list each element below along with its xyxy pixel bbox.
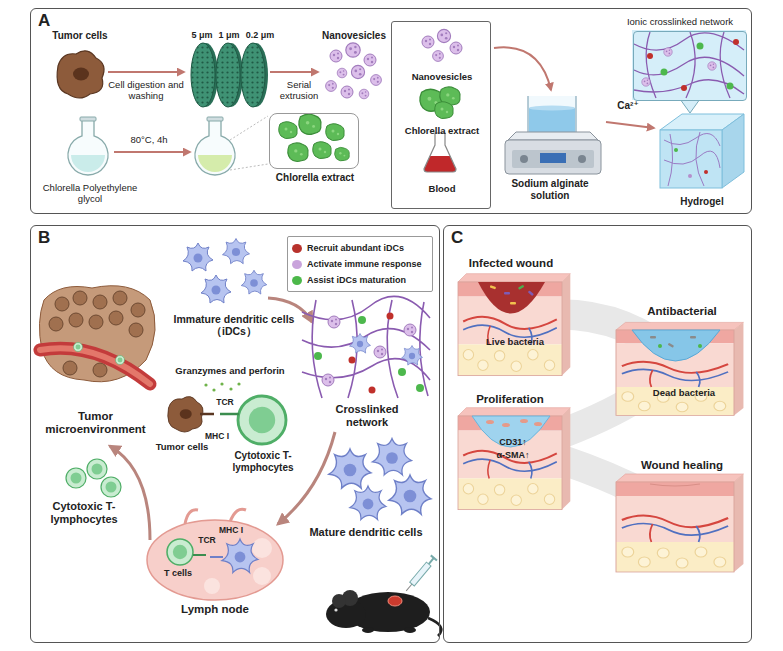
panel-letter: B — [38, 228, 58, 248]
text-label: Serial extrusion — [270, 80, 328, 102]
zoom-lines — [230, 116, 268, 170]
membranes — [191, 43, 268, 107]
text-label: Infected wound — [455, 257, 567, 270]
text-label: Wound healing — [620, 459, 744, 472]
ctl-killing — [168, 382, 286, 444]
process-arrow — [270, 71, 318, 73]
text-label: Proliferation — [455, 393, 565, 406]
text-label: Sodium alginate solution — [498, 178, 602, 201]
text-label: 1 μm — [216, 30, 242, 40]
panel: C — [443, 225, 752, 643]
flask — [68, 117, 108, 175]
ingredient-name: Blood — [394, 184, 490, 195]
text-label: Tumor cells — [40, 30, 120, 42]
ingredient-box: NanovesiclesChlorella extractBlood — [391, 21, 491, 209]
text-label: 80°C, 4h — [118, 135, 180, 146]
skin-infected — [458, 274, 570, 376]
text-label: 0.2 μm — [242, 30, 278, 40]
process-arrow — [606, 122, 654, 128]
process-arrow — [114, 151, 190, 153]
nanovesicle-cluster — [326, 43, 382, 99]
skin-proliferation — [458, 408, 570, 510]
text-label: Dead bacteria — [642, 388, 726, 399]
tumor-tissue — [39, 286, 155, 384]
inset-title: Chlorella extract — [258, 172, 372, 184]
process-arrow — [108, 71, 184, 73]
text-label: Live bacteria — [472, 337, 558, 348]
mature-dcs — [329, 439, 431, 520]
legend-swatch — [292, 244, 302, 253]
idc-cluster — [183, 239, 267, 304]
flask — [195, 117, 235, 175]
text-label: Cell digestion and washing — [106, 80, 186, 102]
text-label: Hydrogel — [660, 196, 744, 208]
text-label: Immature dendritic cells（iDCs） — [172, 313, 296, 337]
text-label: Ca²⁺ — [606, 100, 650, 112]
text-label: Nanovesicles — [318, 30, 390, 42]
text-label: Crosslinked network — [322, 403, 412, 428]
ingredient-name: Chlorella extract — [394, 126, 490, 137]
magnetic-stirrer — [505, 96, 601, 174]
inset-box: Chlorella extract — [269, 113, 359, 169]
text-label: Chlorella Polyethylene glycol — [38, 183, 142, 205]
text-label: Tumor microenvironment — [38, 410, 153, 436]
text-label: Antibacterial — [620, 305, 744, 318]
ingredient-name: Nanovesicles — [394, 72, 490, 83]
inset-title: Ionic crosslinked network — [610, 17, 750, 28]
text-label: Cytotoxic T-lymphocytes — [38, 500, 130, 525]
legend-swatch — [292, 260, 302, 269]
mouse — [326, 555, 441, 636]
chlorella-blobs — [279, 114, 350, 161]
text-label: Mature dendritic cells — [296, 526, 436, 539]
flow-arrow — [278, 432, 335, 524]
ingredient-icons — [420, 29, 462, 172]
legend-entry: Recruit abundant iDCs — [292, 240, 428, 256]
panel-letter: C — [451, 228, 471, 248]
inset-box: Ionic crosslinked network — [633, 31, 747, 101]
panel: AChlorella extractNanovesiclesChlorella … — [30, 8, 752, 214]
skin-healed — [616, 474, 743, 572]
text-label: MHC I — [200, 432, 234, 442]
text-label: α-SMA↑ — [476, 450, 550, 460]
legend-text: Recruit abundant iDCs — [307, 243, 404, 253]
text-label: CD31↑ — [476, 437, 550, 447]
panel-letter: A — [38, 11, 58, 31]
text-label: Cytotoxic T-lymphocytes — [222, 450, 304, 473]
text-label: Tumor cells — [152, 442, 212, 453]
legend-entry: Activate immune response — [292, 256, 428, 272]
process-arrow — [494, 47, 551, 90]
network-inset — [632, 30, 746, 113]
legend-swatch — [292, 276, 302, 285]
hydrogel-cube — [660, 114, 744, 188]
text-label: MHC I — [214, 526, 248, 536]
legend-box: Recruit abundant iDCsActivate immune res… — [287, 236, 433, 292]
text-label: Granzymes and perforin — [165, 366, 295, 377]
crosslinked-network — [302, 296, 430, 398]
tumor-cell — [57, 51, 104, 98]
text-label: TCR — [212, 398, 238, 408]
text-label: 5 μm — [188, 30, 216, 40]
text-label: TCR — [194, 536, 220, 546]
lymph-node — [147, 509, 283, 600]
legend-text: Activate immune response — [307, 259, 422, 269]
legend-entry: Assist iDCs maturation — [292, 272, 428, 288]
text-label: Lymph node — [170, 603, 260, 616]
ctl-cells — [66, 459, 121, 497]
skin-antibacterial — [616, 322, 743, 415]
text-label: T cells — [158, 568, 198, 578]
legend-text: Assist iDCs maturation — [307, 275, 406, 285]
